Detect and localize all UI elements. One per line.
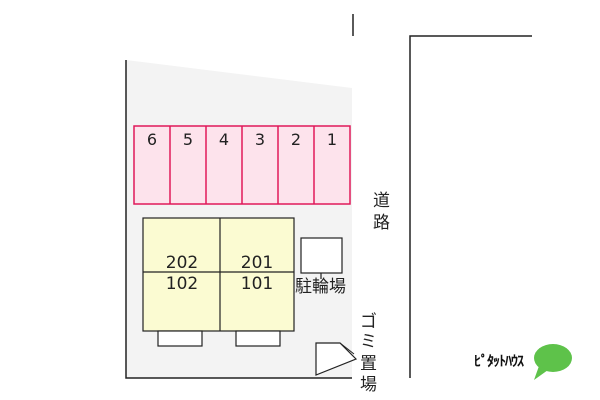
entrance-step [157, 330, 203, 347]
unit-number: 102 [166, 274, 198, 294]
road-label-char: 道 [373, 191, 390, 211]
road-label-char: 路 [373, 213, 390, 233]
parking-space-number: 1 [327, 130, 337, 149]
parking-space-number: 5 [183, 130, 193, 149]
brand-name: ﾋﾟﾀｯﾄﾊｳｽ [474, 353, 524, 370]
green-speech-bubble-icon [534, 344, 572, 380]
bicycle-parking-box [300, 237, 343, 274]
lot-boundary-line [125, 60, 352, 379]
building: 202 201 102 101 [142, 217, 295, 347]
parking-space-number: 6 [147, 130, 157, 149]
unit-number: 101 [241, 274, 273, 294]
parking-area: 6 5 4 3 2 1 [133, 125, 351, 205]
bicycle-parking-label: 駐輪場 [295, 277, 346, 297]
garbage-area-shape [315, 342, 358, 376]
parking-space-number: 4 [219, 130, 229, 149]
brand-logo: ﾋﾟﾀｯﾄﾊｳｽ [474, 344, 572, 380]
road-edge-long [409, 35, 532, 378]
garbage-area-label-char: 置 [360, 354, 377, 374]
building-footprint [142, 217, 295, 332]
parking-space-number: 3 [255, 130, 265, 149]
garbage-area-label-char: ミ [360, 332, 377, 352]
unit-number: 202 [166, 253, 198, 273]
garbage-area-label-char: 場 [360, 375, 377, 395]
parking-space-number: 2 [291, 130, 301, 149]
garbage-area-leader [339, 342, 355, 355]
entrance-step [235, 330, 281, 347]
unit-number: 201 [241, 253, 273, 273]
garbage-area-label-char: ゴ [360, 311, 377, 332]
